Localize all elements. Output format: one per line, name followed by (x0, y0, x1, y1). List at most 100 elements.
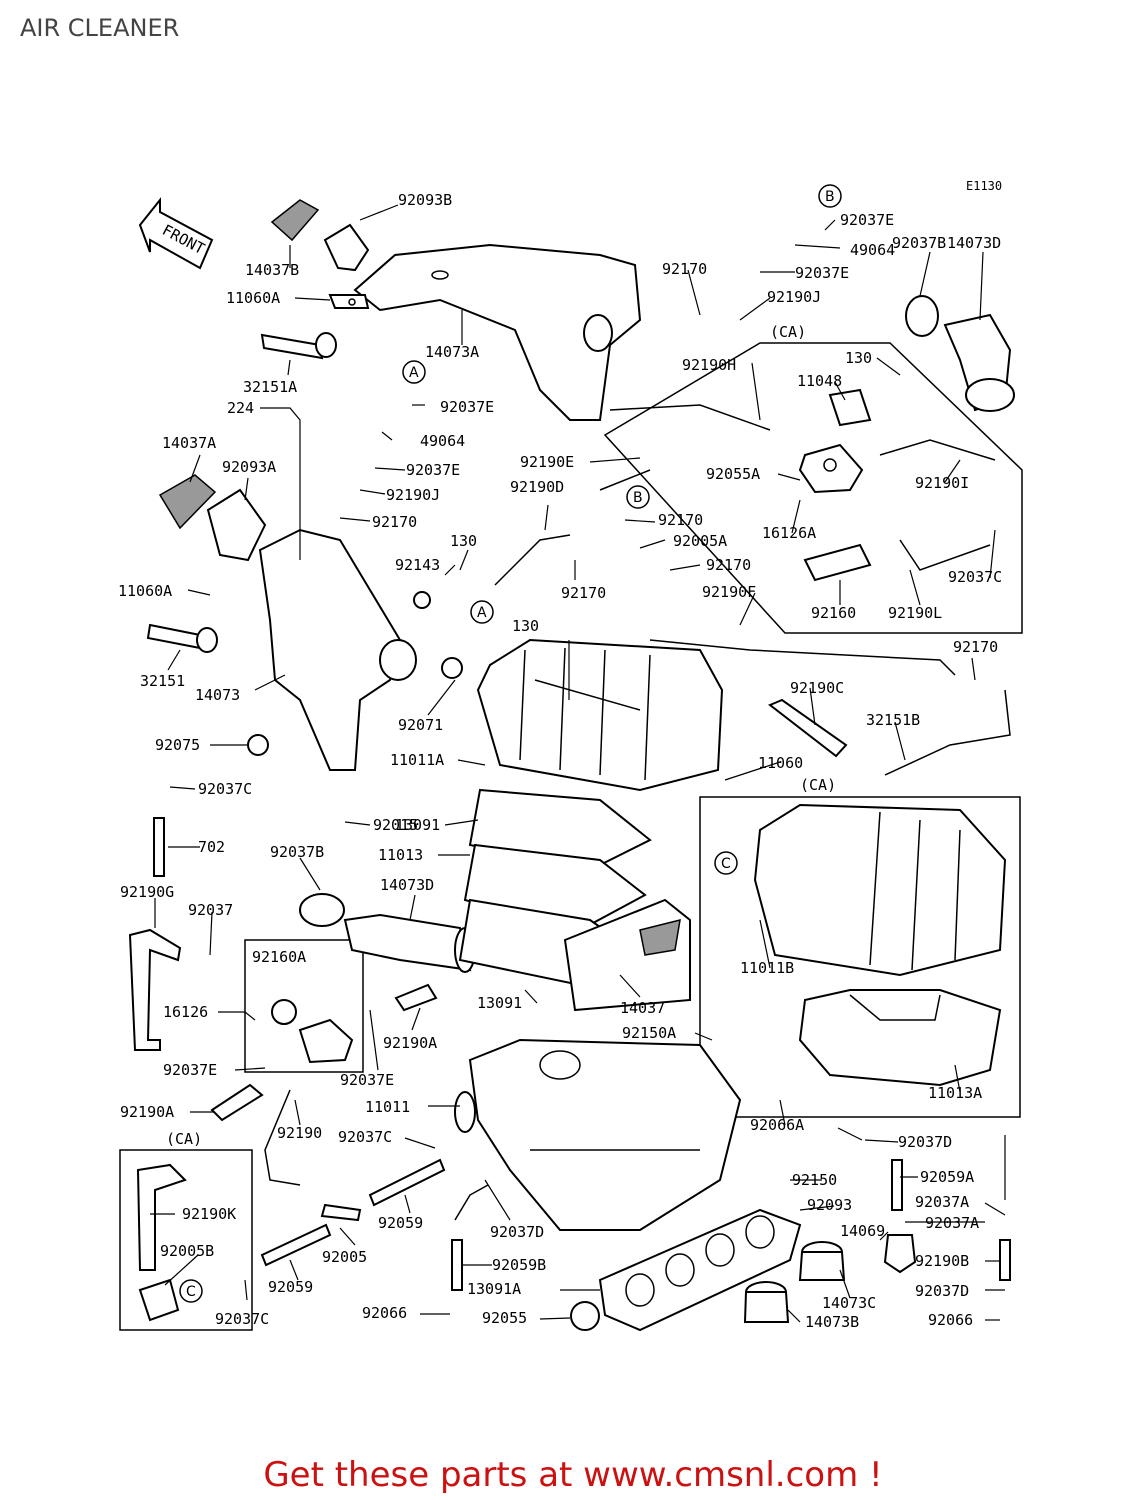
hose-14073D-right (905, 295, 1015, 412)
part-label: 92190C (790, 679, 844, 697)
ca-box-cover (699, 796, 1021, 1118)
callout-circle-A-lower: A (470, 600, 494, 624)
part-label: 92093B (398, 191, 452, 209)
diagram-code: E1130 (966, 179, 1002, 193)
part-label: 92150A (622, 1024, 676, 1042)
part-label: 14037 (620, 999, 665, 1017)
callout-circle-A-upper: A (402, 360, 426, 384)
hose-92037D-line (454, 1184, 489, 1221)
band-upper (323, 223, 370, 272)
part-label: 14073 (195, 686, 240, 704)
part-label: 92170 (658, 511, 703, 529)
part-label: (CA) (770, 323, 806, 341)
part-label: 92190D (510, 478, 564, 496)
part-label: 92190L (888, 604, 942, 622)
joint-92005 (320, 1203, 362, 1222)
part-label: 92037C (198, 780, 252, 798)
part-label: 11060A (226, 289, 280, 307)
part-label: 92037E (795, 264, 849, 282)
filter-screen-upper (270, 199, 320, 242)
part-label: (CA) (800, 776, 836, 794)
part-label: 92190F (702, 583, 756, 601)
ca-box-vacuum (603, 342, 1023, 634)
bracket-11048 (828, 388, 872, 427)
hose-92190E (599, 469, 651, 491)
part-label: 130 (450, 532, 477, 550)
part-label: 92190K (182, 1205, 236, 1223)
part-label: 14073A (425, 343, 479, 361)
part-label: 11060A (118, 582, 172, 600)
hose-92190A-left (210, 1083, 264, 1122)
bracket-upper (328, 294, 370, 309)
hose-92190G (128, 928, 182, 1051)
hose-14073D-left (299, 893, 476, 973)
part-label: 130 (845, 349, 872, 367)
housing-cover-11011B (753, 803, 1007, 977)
part-label: 92066 (928, 1311, 973, 1329)
part-label: 92190H (682, 356, 736, 374)
part-label: 92071 (398, 716, 443, 734)
grommet-92143 (413, 591, 431, 609)
part-label: 92037D (490, 1223, 544, 1241)
callout-circle-B-upper: B (818, 184, 842, 208)
part-label: 14069 (840, 1222, 885, 1240)
intake-duct-upper (353, 243, 642, 421)
part-label: 92170 (561, 584, 606, 602)
part-label: 92143 (395, 556, 440, 574)
part-label: 32151A (243, 378, 297, 396)
hose-92190C (768, 698, 848, 758)
pipe-32151 (146, 623, 218, 653)
part-label: 92037C (338, 1128, 392, 1146)
bracket-92160 (803, 543, 872, 582)
funnel-14073C (798, 1241, 846, 1281)
pipe-32151B (884, 689, 1011, 776)
part-label: 224 (227, 399, 254, 417)
ring-92160A (271, 999, 297, 1025)
pipe-32151A (260, 332, 337, 360)
ca-box-hose (119, 1149, 253, 1331)
part-label: 92093A (222, 458, 276, 476)
part-label: 13091 (477, 994, 522, 1012)
callout-letter: A (477, 605, 487, 621)
part-label: 11013A (928, 1084, 982, 1102)
hose-92190H (609, 404, 771, 431)
part-label: 92170 (662, 260, 707, 278)
hose-92190I (879, 439, 996, 461)
part-label: 92037C (215, 1310, 269, 1328)
hose-92190A-right (394, 983, 438, 1012)
page-title: AIR CLEANER (20, 14, 180, 42)
housing-cover-11011A (476, 638, 724, 792)
callout-circle-C-hose: C (179, 1279, 203, 1303)
element-11013A (798, 989, 1002, 1087)
hose-92059A (891, 1159, 903, 1211)
part-label: 92055 (482, 1309, 527, 1327)
leader-lines (150, 204, 1006, 1323)
part-label: 130 (512, 617, 539, 635)
part-label: 92190B (915, 1252, 969, 1270)
part-label: 92037E (440, 398, 494, 416)
part-label: 92037 (188, 901, 233, 919)
part-label: 92160 (811, 604, 856, 622)
filter-screen-lower (158, 474, 217, 530)
filter-14069 (883, 1234, 917, 1274)
part-label: 92075 (155, 736, 200, 754)
callout-letter: A (409, 365, 419, 381)
part-label: 13091A (467, 1280, 521, 1298)
part-label: 92037E (163, 1061, 217, 1079)
hose-92190B (999, 1239, 1011, 1281)
callout-letter: B (825, 189, 835, 205)
part-label: 92170 (372, 513, 417, 531)
part-label: 92190A (383, 1034, 437, 1052)
part-label: 92066A (750, 1116, 804, 1134)
part-label: 92160A (252, 948, 306, 966)
part-label: 92190I (915, 474, 969, 492)
footer-link[interactable]: Get these parts at www.cmsnl.com ! (263, 1455, 883, 1495)
part-label: 14073D (947, 234, 1001, 252)
part-label: 32151 (140, 672, 185, 690)
part-label: 11048 (797, 372, 842, 390)
callout-circle-B-lower: B (626, 485, 650, 509)
part-label: 92190A (120, 1103, 174, 1121)
part-label: 92059 (378, 1214, 423, 1232)
part-label: 92037D (915, 1282, 969, 1300)
